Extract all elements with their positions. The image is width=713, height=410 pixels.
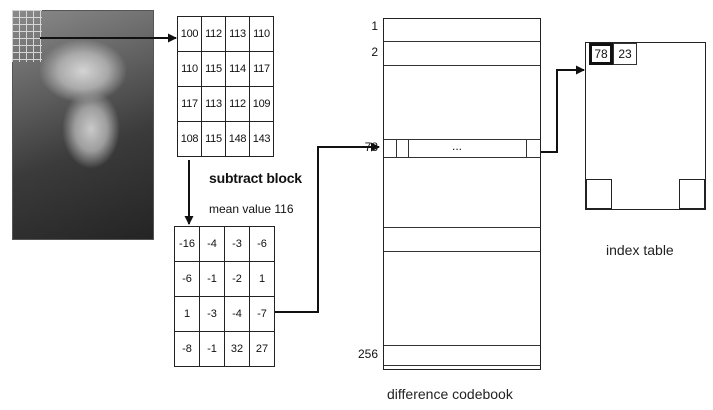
codebook-row-divider bbox=[384, 65, 540, 66]
table-cell: 110 bbox=[177, 51, 202, 87]
table-row: 108 115 148 143 bbox=[177, 121, 274, 157]
difference-block-table: -16 -4 -3 -6 -6 -1 -2 1 1 -3 -4 -7 -8 -1… bbox=[174, 226, 275, 367]
table-cell: -6 bbox=[249, 226, 275, 262]
codebook-cell bbox=[384, 139, 397, 157]
index-table: 78 23 bbox=[585, 42, 706, 210]
table-row: -16 -4 -3 -6 bbox=[174, 226, 275, 262]
codebook-row-divider bbox=[384, 157, 540, 158]
codebook-index-1: 1 bbox=[371, 19, 378, 33]
table-row: 100 112 113 110 bbox=[177, 16, 274, 52]
codebook-ellipsis: ... bbox=[452, 139, 463, 153]
table-cell: 143 bbox=[249, 121, 274, 157]
table-row: 110 115 114 117 bbox=[177, 51, 274, 87]
block-grid-overlay bbox=[12, 10, 42, 62]
table-cell: -3 bbox=[224, 226, 250, 262]
table-cell: -7 bbox=[249, 296, 275, 332]
index-cell: 23 bbox=[613, 43, 637, 65]
table-row: -6 -1 -2 1 bbox=[174, 261, 275, 297]
table-cell: 117 bbox=[249, 51, 274, 87]
codebook-row-divider bbox=[384, 365, 540, 366]
table-row: 117 113 112 109 bbox=[177, 86, 274, 122]
table-cell: 109 bbox=[249, 86, 274, 122]
codebook-row-78: ... bbox=[384, 139, 540, 157]
codebook-cell bbox=[408, 139, 527, 157]
table-cell: -16 bbox=[174, 226, 200, 262]
table-cell: 100 bbox=[177, 16, 202, 52]
index-cell-highlighted: 78 bbox=[589, 43, 613, 65]
table-cell: -2 bbox=[224, 261, 250, 297]
codebook-cell bbox=[396, 139, 409, 157]
difference-codebook: ... bbox=[383, 18, 541, 370]
pixel-block-table: 100 112 113 110 110 115 114 117 117 113 … bbox=[177, 16, 274, 157]
table-row: 1 -3 -4 -7 bbox=[174, 296, 275, 332]
codebook-row-divider bbox=[384, 139, 540, 140]
codebook-row-divider bbox=[384, 251, 540, 252]
corner-cell bbox=[679, 179, 705, 209]
table-cell: -3 bbox=[199, 296, 225, 332]
table-cell: 114 bbox=[225, 51, 250, 87]
codebook-row-divider bbox=[384, 227, 540, 228]
table-cell: -4 bbox=[224, 296, 250, 332]
table-row: -8 -1 32 27 bbox=[174, 331, 275, 367]
mean-value-label: mean value 116 bbox=[209, 202, 294, 216]
table-cell: -6 bbox=[174, 261, 200, 297]
corner-cell bbox=[586, 179, 612, 209]
codebook-index-2: 2 bbox=[371, 45, 378, 59]
table-cell: 117 bbox=[177, 86, 202, 122]
difference-codebook-caption: difference codebook bbox=[387, 386, 513, 402]
table-cell: 27 bbox=[249, 331, 275, 367]
index-table-caption: index table bbox=[606, 242, 674, 258]
codebook-row-divider bbox=[384, 41, 540, 42]
codebook-row-divider bbox=[384, 345, 540, 346]
table-cell: 115 bbox=[201, 121, 226, 157]
subtract-block-label: subtract block bbox=[209, 170, 302, 186]
table-cell: 1 bbox=[249, 261, 275, 297]
codebook-index-256: 256 bbox=[357, 347, 378, 361]
arrow-codebook-to-index bbox=[541, 65, 585, 153]
arrow-difference-to-codebook bbox=[275, 142, 380, 313]
table-cell: 108 bbox=[177, 121, 202, 157]
